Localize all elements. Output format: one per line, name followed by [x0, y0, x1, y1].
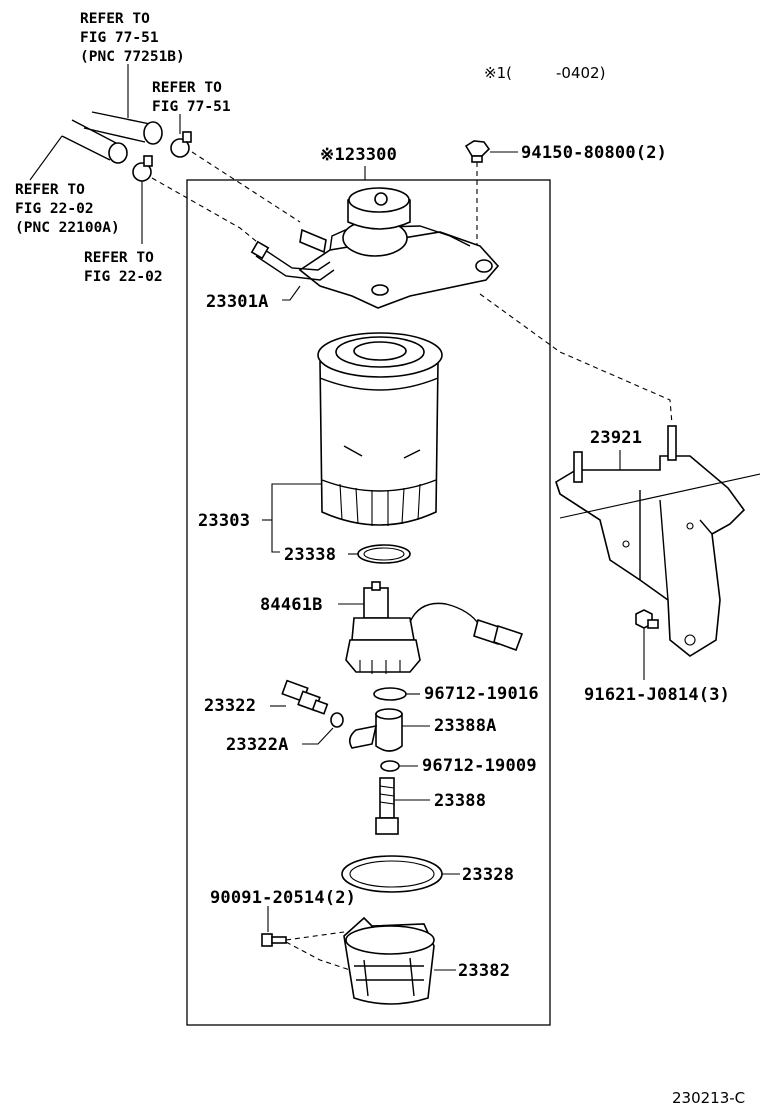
label-94150-80800: 94150-80800(2) [521, 143, 667, 163]
o-ring-96712-19009 [380, 760, 400, 772]
label-23921: 23921 [590, 428, 642, 448]
svg-text:FIG 22-02: FIG 22-02 [84, 269, 163, 285]
reference-fig-77-51-pnc: REFER TO FIG 77-51 (PNC 77251B) [80, 11, 185, 65]
label-96712-19016: 96712-19016 [424, 684, 539, 704]
svg-text:REFER TO: REFER TO [15, 182, 85, 198]
label-23382: 23382 [458, 961, 510, 981]
label-84461b: 84461B [260, 595, 323, 615]
label-23388: 23388 [434, 791, 486, 811]
reference-fig-22-02: REFER TO FIG 22-02 [84, 250, 163, 285]
inlet-pipe-23301a [250, 240, 335, 281]
bowl-23382 [343, 916, 435, 1005]
hose-routing-line-lower [151, 177, 263, 247]
assembly-frame [186, 179, 551, 1026]
bracket-23921 [555, 455, 760, 657]
filter-head [298, 187, 500, 309]
o-ring-23322a [330, 712, 344, 728]
svg-text:FIG 77-51: FIG 77-51 [80, 30, 159, 46]
elbow-23388a [348, 708, 403, 752]
label-23328: 23328 [462, 865, 514, 885]
bolt-91621 [635, 609, 659, 629]
svg-text:(PNC 22100A): (PNC 22100A) [15, 220, 120, 236]
label-96712-19009: 96712-19009 [422, 756, 537, 776]
note-marker: ※1( [484, 64, 512, 82]
bolt-94150 [464, 140, 491, 163]
label-90091-20514: 90091-20514(2) [210, 888, 356, 908]
svg-text:REFER TO: REFER TO [84, 250, 154, 266]
valve-23322 [281, 679, 329, 715]
label-23303: 23303 [198, 511, 250, 531]
reference-fig-22-02-pnc: REFER TO FIG 22-02 (PNC 22100A) [15, 182, 120, 236]
reference-fig-77-51: REFER TO FIG 77-51 [152, 80, 231, 115]
label-23322a: 23322A [226, 735, 289, 755]
label-23322: 23322 [204, 696, 256, 716]
label-23300: ※123300 [320, 145, 397, 165]
svg-text:REFER TO: REFER TO [80, 11, 150, 27]
screw-90091 [261, 933, 287, 947]
svg-text:REFER TO: REFER TO [152, 80, 222, 96]
bolt-23388 [375, 777, 399, 835]
filter-cartridge [317, 332, 443, 526]
label-91621-j0814: 91621-J0814(3) [584, 685, 730, 705]
svg-text:FIG 77-51: FIG 77-51 [152, 99, 231, 115]
svg-text:(PNC 77251B): (PNC 77251B) [80, 49, 185, 65]
hose-routing-line-upper [191, 151, 301, 223]
label-23388a: 23388A [434, 716, 497, 736]
sensor-84461b [345, 581, 524, 674]
stud-bolts [573, 425, 677, 483]
o-ring-96712-19016 [373, 687, 407, 701]
svg-text:FIG 22-02: FIG 22-02 [15, 201, 94, 217]
hose-clamps [132, 131, 192, 182]
label-23301a: 23301A [206, 292, 269, 312]
fuel-hoses [29, 64, 181, 244]
label-23338: 23338 [284, 545, 336, 565]
note-range: -0402) [556, 64, 605, 82]
footer-code: 230213-C [672, 1089, 745, 1107]
